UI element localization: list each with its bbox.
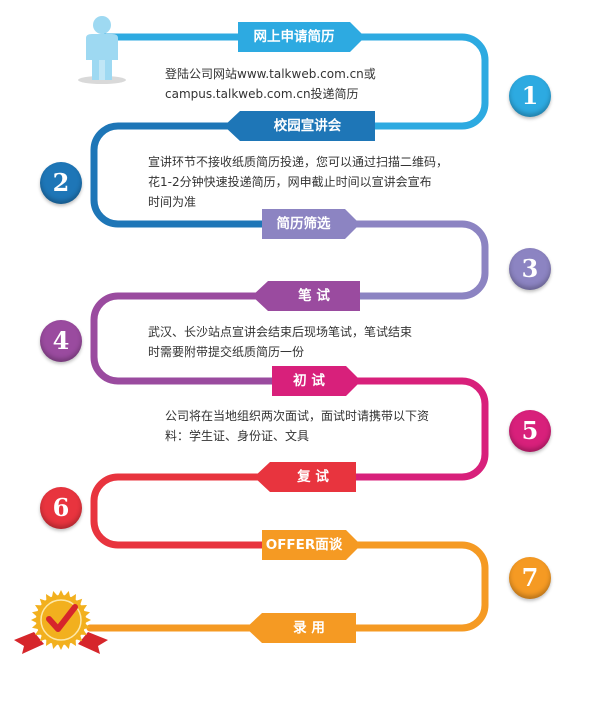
interview-description-line-1: 公司将在当地组织两次面试，面试时请携带以下资 xyxy=(165,409,430,423)
banner-step-3 xyxy=(262,209,360,239)
step-5-label: 初 试 xyxy=(293,373,325,389)
step-8-label: 录 用 xyxy=(293,620,325,636)
step-4-number-badge: 4 xyxy=(40,320,82,362)
step-2-label: 校园宣讲会 xyxy=(273,118,342,134)
apply-description: 登陆公司网站www.talkweb.com.cn或 campus.talkweb… xyxy=(165,64,376,104)
step-5-number-badge: 5 xyxy=(509,410,551,452)
step-7-number-badge: 7 xyxy=(509,557,551,599)
step-7-label: OFFER面谈 xyxy=(265,537,343,553)
seminar-description: 宣讲环节不接收纸质简历投递，您可以通过扫描二维码， 花1-2分钟快速投递简历，网… xyxy=(148,152,448,212)
step-4-label: 笔 试 xyxy=(298,288,330,304)
step-1-label: 网上申请简历 xyxy=(253,29,335,45)
banner-step-6 xyxy=(254,462,356,492)
ribbon-step-5 xyxy=(348,377,489,481)
person-icon xyxy=(78,16,126,84)
banner-step-7 xyxy=(262,530,361,560)
apply-description-line-1: 登陆公司网站www.talkweb.com.cn或 xyxy=(165,67,376,81)
ribbon-step-6 xyxy=(90,473,274,549)
banner-step-1 xyxy=(238,22,365,52)
banner-step-2 xyxy=(224,111,375,141)
apply-description-line-2: campus.talkweb.com.cn投递简历 xyxy=(165,87,359,101)
seminar-description-line-1: 宣讲环节不接收纸质简历投递，您可以通过扫描二维码， xyxy=(148,155,449,169)
step-3-label: 简历筛选 xyxy=(276,216,331,232)
banner-step-4 xyxy=(252,281,360,311)
interview-description-line-2: 料：学生证、身份证、文具 xyxy=(165,429,310,443)
written-test-description-line-1: 武汉、长沙站点宣讲会结束后现场笔试，笔试结束 xyxy=(148,325,413,339)
ribbon-step-4 xyxy=(90,292,276,385)
banner-step-5 xyxy=(272,366,361,396)
ribbon-step-3 xyxy=(346,220,489,300)
step-1-number-badge: 1 xyxy=(509,75,551,117)
ribbon-step-1 xyxy=(101,33,489,130)
written-test-description-line-2: 时需要附带提交纸质简历一份 xyxy=(148,345,305,359)
ribbon-step-7 xyxy=(348,541,489,632)
written-test-description: 武汉、长沙站点宣讲会结束后现场笔试，笔试结束 时需要附带提交纸质简历一份 xyxy=(148,322,412,362)
award-seal-icon xyxy=(14,590,108,654)
step-6-number-badge: 6 xyxy=(40,487,82,529)
step-6-label: 复 试 xyxy=(297,469,329,485)
step-3-number-badge: 3 xyxy=(509,248,551,290)
ribbon-step-2 xyxy=(90,122,266,228)
seminar-description-line-3: 时间为准 xyxy=(148,195,197,209)
step-2-number-badge: 2 xyxy=(40,162,82,204)
interview-description: 公司将在当地组织两次面试，面试时请携带以下资 料：学生证、身份证、文具 xyxy=(165,406,429,446)
banner-step-8 xyxy=(246,613,356,643)
seminar-description-line-2: 花1-2分钟快速投递简历，网申截止时间以宣讲会宣布 xyxy=(148,175,432,189)
